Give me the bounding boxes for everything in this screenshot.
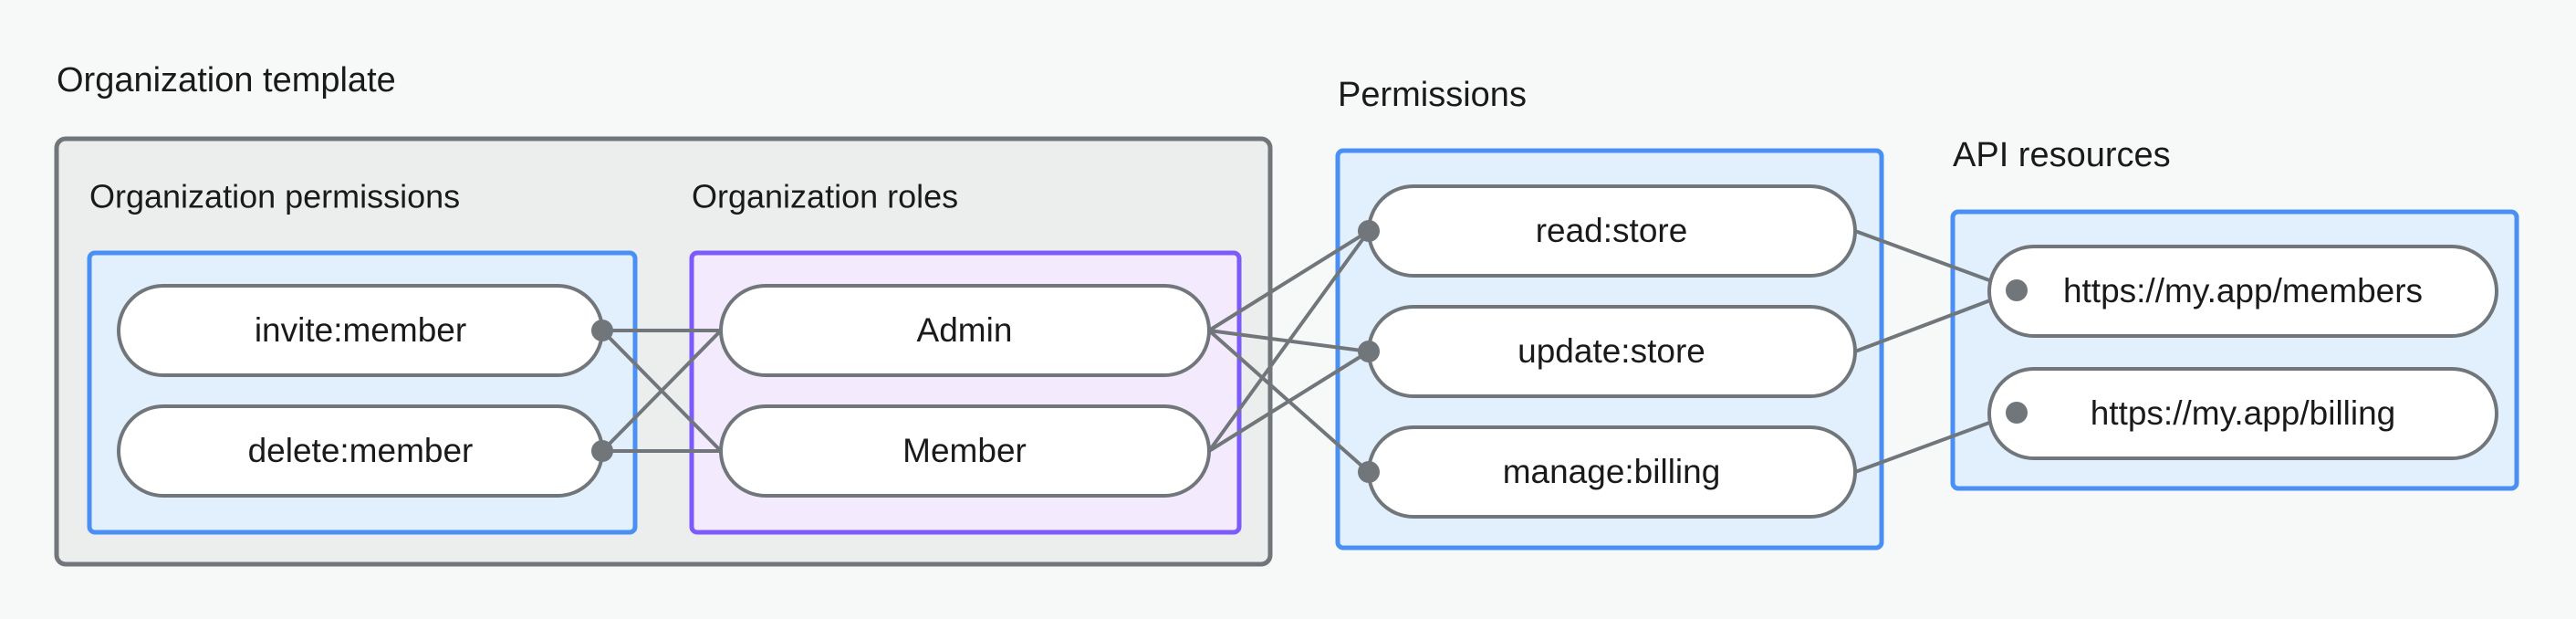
node-admin-shape[interactable] <box>719 284 1211 377</box>
node-admin[interactable]: Admin <box>719 284 1211 377</box>
connector-dot-layer <box>591 220 2028 483</box>
node-member-label: Member <box>902 432 1027 469</box>
connector-dot-billing-url-in <box>2006 402 2028 424</box>
edge-admin-to-read-store <box>1207 229 1371 332</box>
node-read-store-label: read:store <box>1536 212 1688 249</box>
node-member-shape[interactable] <box>719 404 1211 498</box>
node-billing-url[interactable]: https://my.app/billing <box>1987 367 2498 460</box>
connector-dot-invite-member <box>591 320 613 341</box>
node-update-store[interactable]: update:store <box>1367 305 1857 398</box>
node-billing-url-shape[interactable] <box>1987 367 2498 460</box>
connector-dot-update-store-in <box>1358 341 1380 362</box>
connector-dot-delete-member <box>591 440 613 462</box>
edge-layer <box>600 229 2018 474</box>
connector-dot-manage-billing-in <box>1358 461 1380 483</box>
edge-delete-member-to-admin <box>600 329 723 453</box>
node-invite-member[interactable]: invite:member <box>117 284 604 377</box>
node-member[interactable]: Member <box>719 404 1211 498</box>
connector-dot-members-url-in <box>2006 279 2028 301</box>
node-members-url-label: https://my.app/members <box>2063 272 2423 310</box>
node-manage-billing-label: manage:billing <box>1503 453 1721 490</box>
connector-dot-read-store-in <box>1358 220 1380 242</box>
node-delete-member-label: delete:member <box>248 432 474 469</box>
node-manage-billing[interactable]: manage:billing <box>1367 425 1857 519</box>
node-invite-member-label: invite:member <box>255 311 466 349</box>
node-read-store[interactable]: read:store <box>1367 184 1857 278</box>
group-title-permissions: Permissions <box>1338 76 1527 114</box>
node-billing-url-label: https://my.app/billing <box>2091 394 2396 432</box>
node-delete-member[interactable]: delete:member <box>117 404 604 498</box>
group-title-organization-template: Organization template <box>57 61 396 100</box>
subgroup-title-organization-permissions: Organization permissions <box>89 178 460 215</box>
edge-member-to-update-store <box>1207 350 1371 453</box>
subgroup-title-organization-roles: Organization roles <box>692 178 958 215</box>
group-title-api-resources: API resources <box>1953 136 2171 174</box>
node-members-url-shape[interactable] <box>1987 245 2498 338</box>
node-admin-label: Admin <box>917 311 1013 349</box>
edge-member-to-read-store <box>1207 229 1371 453</box>
node-members-url[interactable]: https://my.app/members <box>1987 245 2498 338</box>
node-update-store-label: update:store <box>1517 332 1705 370</box>
